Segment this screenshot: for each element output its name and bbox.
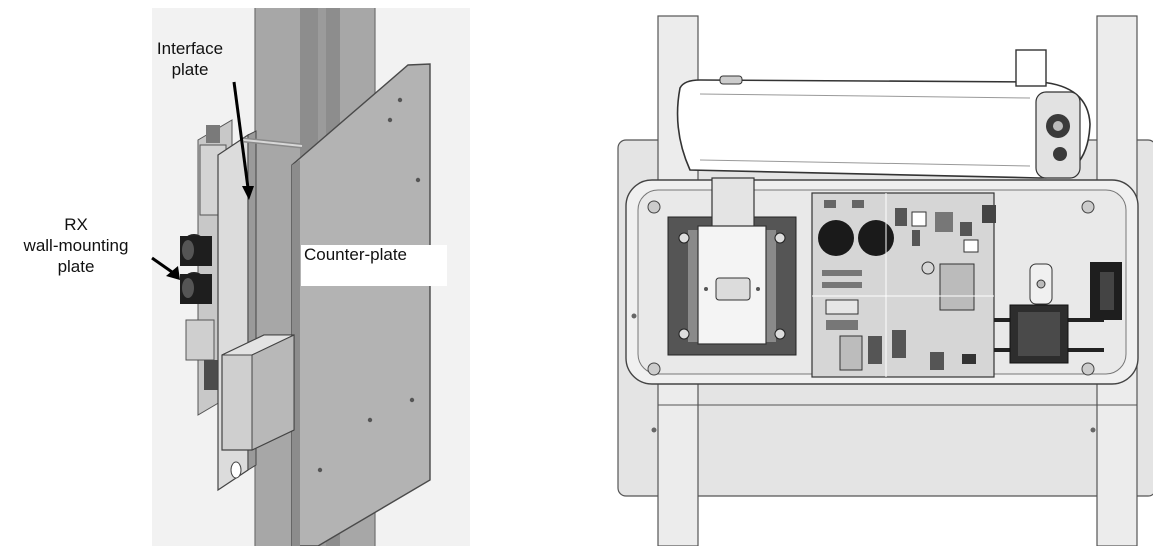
- rx-wall-mounting-plate-label: RX wall-mounting plate: [6, 214, 146, 277]
- interface-plate-label-line2: plate: [171, 60, 209, 79]
- circuit-board: [811, 192, 996, 378]
- rx-plate-arrow: [151, 256, 173, 274]
- right-panel: [617, 15, 1153, 546]
- column-bracket: [667, 177, 797, 356]
- rx-plate-label-line3: plate: [57, 257, 95, 276]
- interface-plate-label: Interface plate: [150, 38, 230, 80]
- annotation-arrows: [151, 81, 254, 280]
- left-panel: [151, 8, 470, 546]
- rx-plate-label-line1: RX: [64, 215, 88, 234]
- connector-block: [180, 234, 212, 304]
- counter-plate-label: Counter-plate: [301, 245, 447, 286]
- counter-plate: [291, 63, 431, 546]
- tube-arm-housing: [676, 49, 1091, 179]
- interface-plate-arrow: [232, 81, 250, 189]
- spacer-block: [221, 334, 295, 451]
- mains-filter: [994, 262, 1122, 364]
- interface-plate-label-line1: Interface: [156, 39, 224, 58]
- rx-plate-label-line2: wall-mounting: [23, 236, 129, 255]
